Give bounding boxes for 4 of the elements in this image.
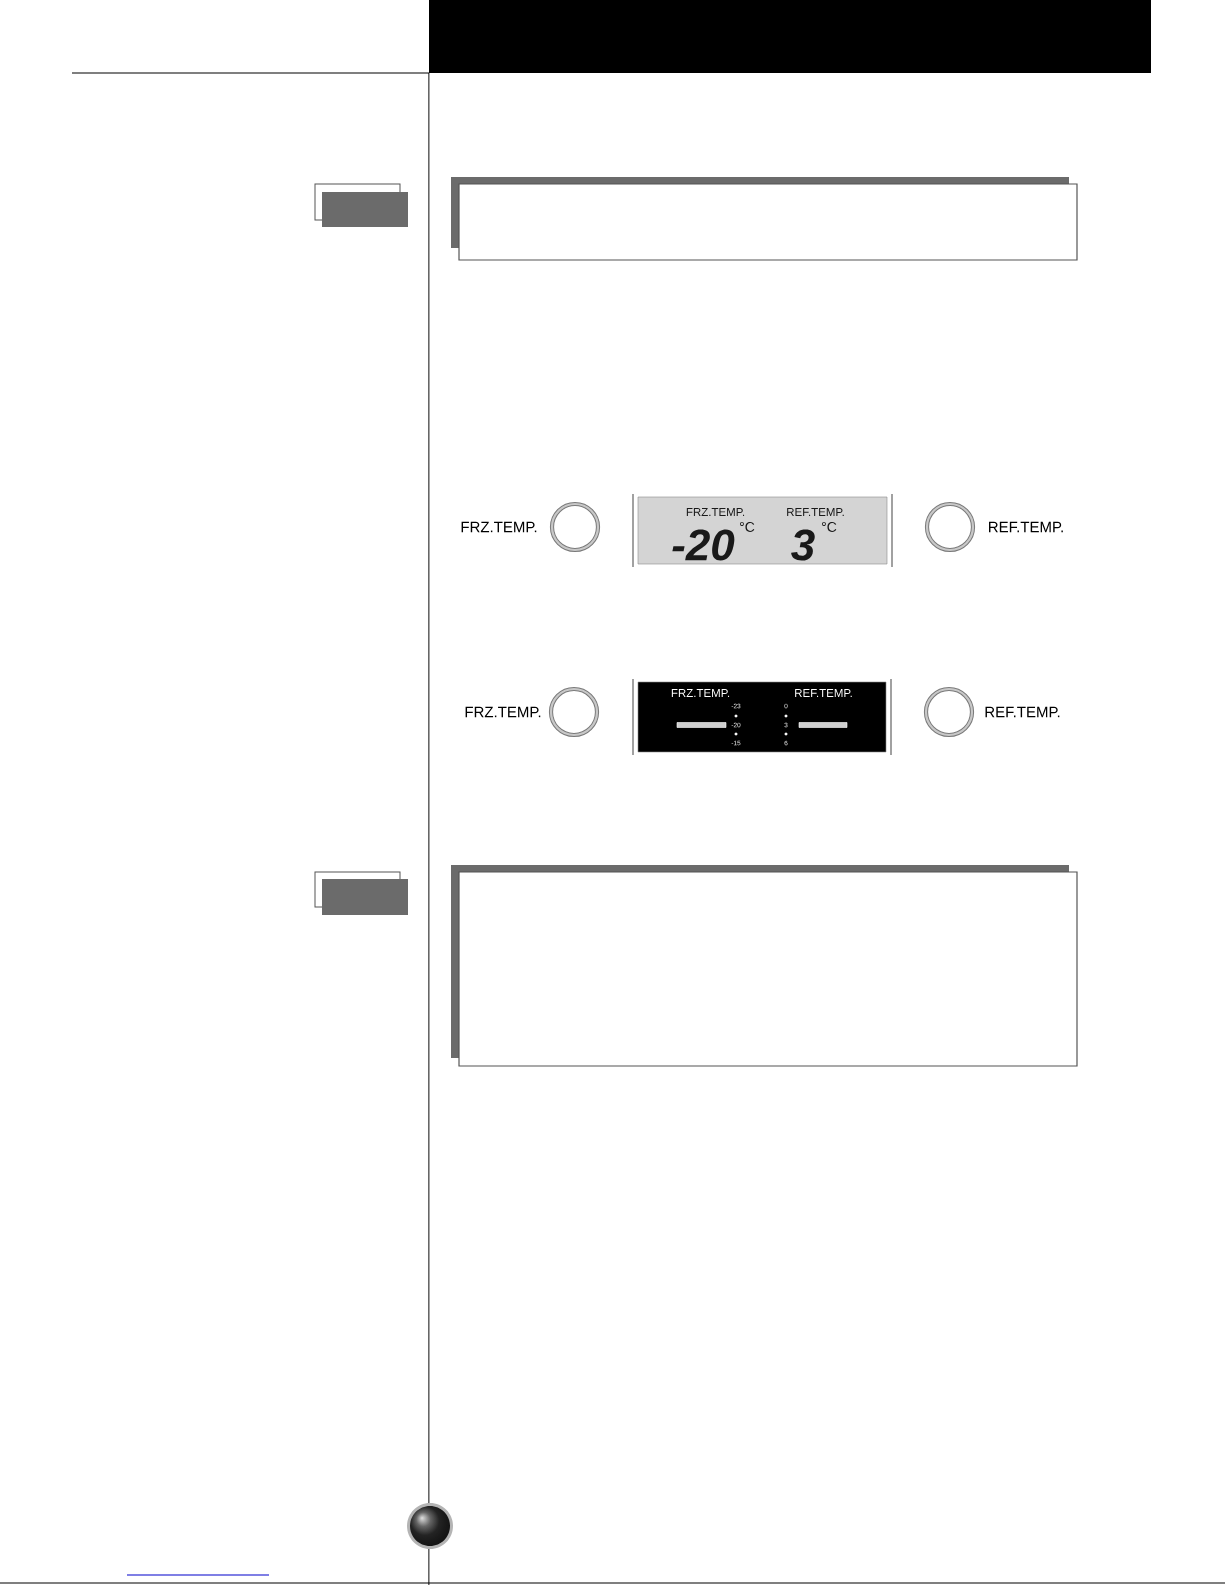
button-label: FRZ.TEMP.	[461, 521, 537, 533]
button-label: REF.TEMP.	[989, 521, 1063, 533]
button-label: REF.TEMP.	[985, 706, 1060, 718]
button-label: FRZ.TEMP.	[465, 706, 541, 718]
